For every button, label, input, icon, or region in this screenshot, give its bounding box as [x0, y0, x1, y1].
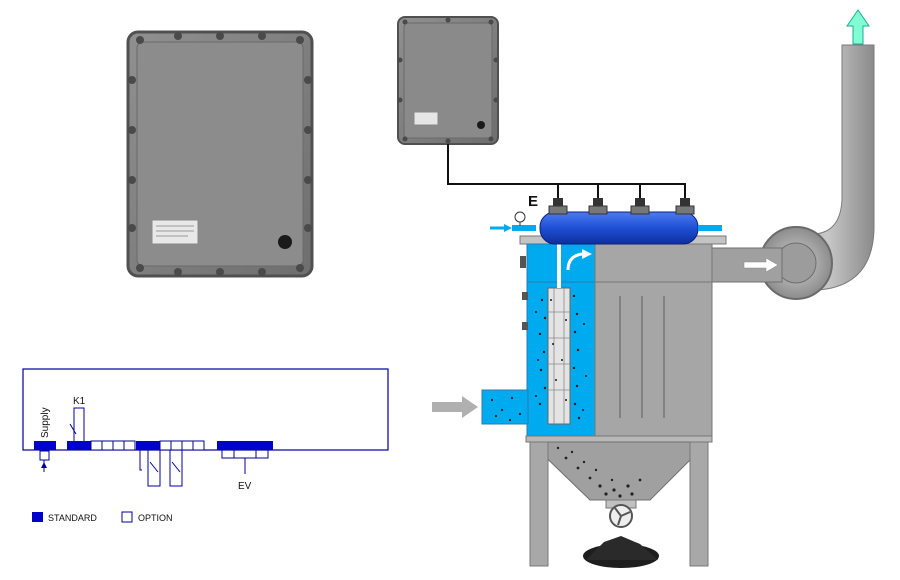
exhaust-stack	[779, 9, 875, 295]
terminal-control	[136, 441, 160, 450]
small-enclosure	[397, 16, 499, 145]
terminal-k1	[67, 441, 91, 450]
solenoid-valves	[548, 198, 695, 215]
pulse-arrow-icon	[566, 252, 583, 271]
clean-gas-duct	[711, 247, 783, 283]
k1-label: K1	[73, 396, 86, 407]
nameplate	[151, 219, 199, 245]
option-swatch	[121, 511, 133, 523]
ev-label: EV	[238, 481, 252, 492]
supply-label: Supply	[40, 407, 51, 438]
dirty-gas-inlet	[432, 389, 529, 425]
option-label: OPTION	[138, 513, 173, 523]
housing	[594, 281, 713, 437]
standard-swatch	[32, 512, 43, 522]
pressure-gauge-icon	[514, 211, 526, 223]
standard-label: STANDARD	[48, 513, 97, 523]
large-enclosure	[126, 30, 314, 278]
valve-group-label: E	[528, 193, 538, 210]
cable-gland	[278, 235, 292, 249]
enclosure-bolts	[128, 32, 312, 276]
legend: STANDARD OPTION	[32, 511, 173, 523]
outlet-arrow-icon	[846, 9, 870, 45]
dust-particles	[535, 294, 587, 420]
inlet-arrow-icon	[432, 396, 478, 418]
supply-arrow-icon	[41, 462, 47, 468]
air-manifold: E	[490, 193, 722, 245]
terminal-supply	[34, 441, 56, 450]
terminal-ev	[217, 441, 273, 450]
hopper	[525, 435, 713, 568]
controller-frame	[22, 368, 389, 451]
filter-bag	[547, 244, 571, 425]
flow-arrow-icon	[743, 257, 779, 273]
wiring-schematic: Supply K1 EV	[22, 368, 389, 492]
control-cable	[447, 144, 686, 200]
